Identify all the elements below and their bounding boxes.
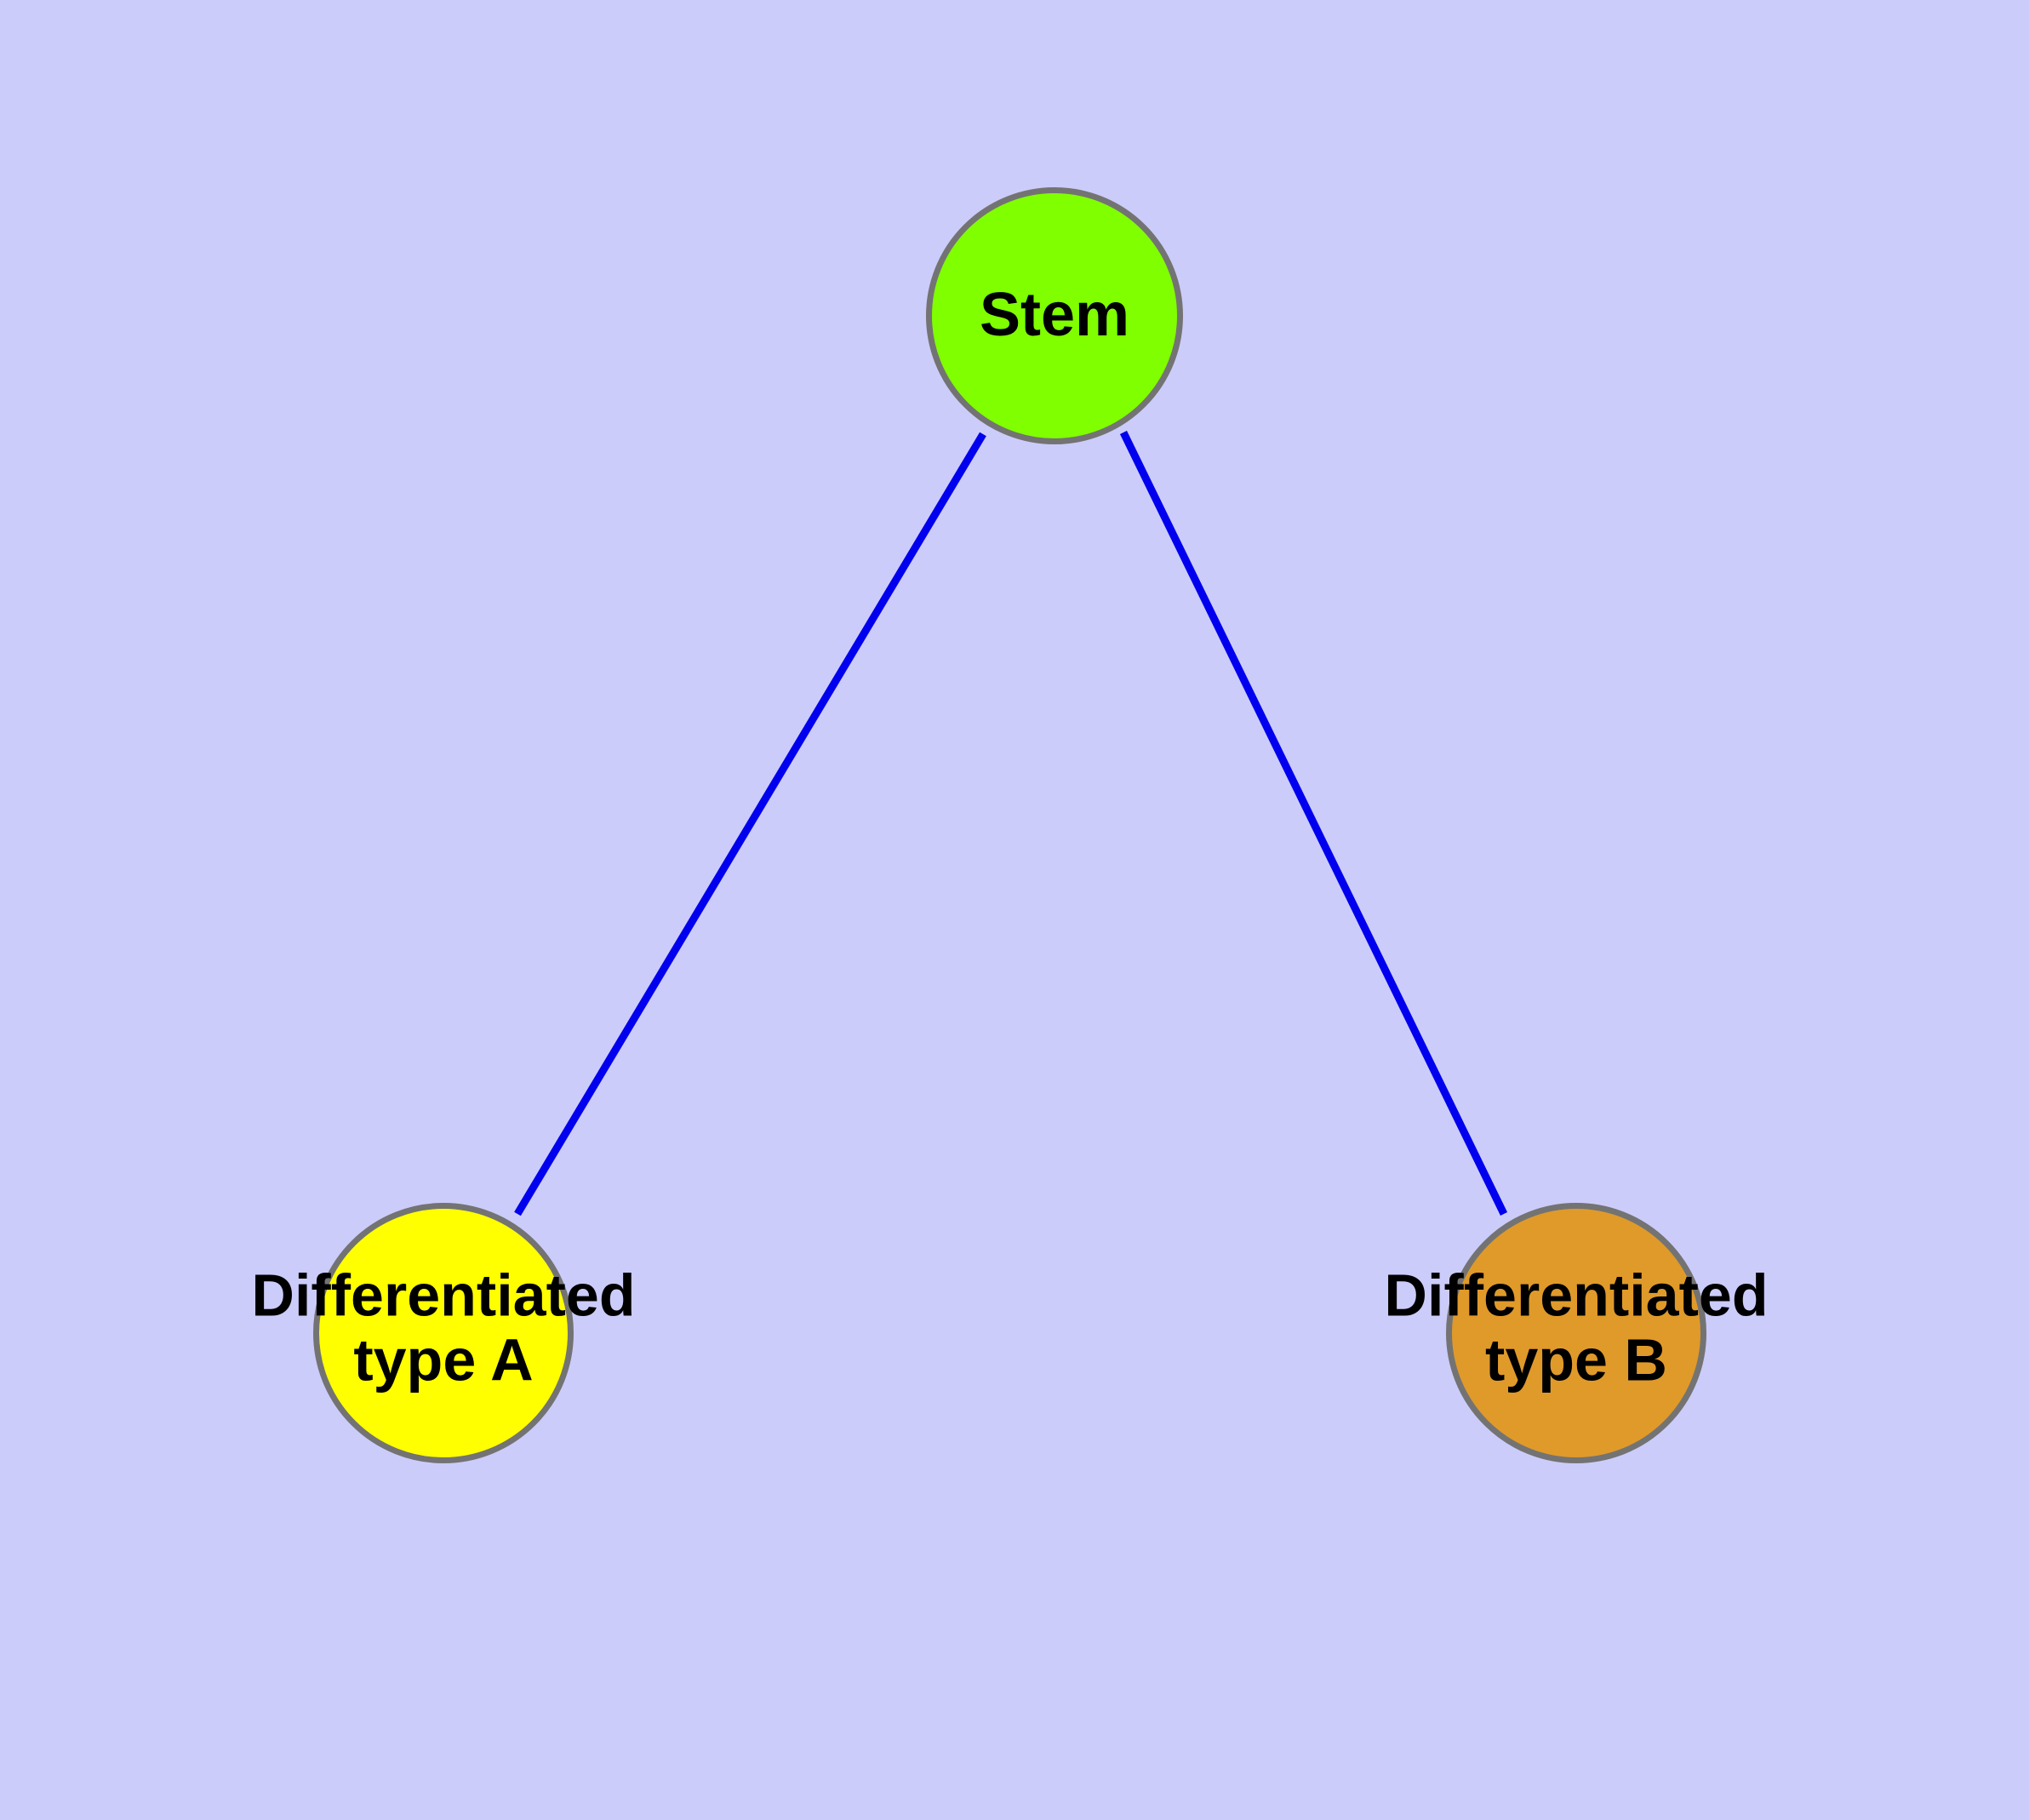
node-stem-label-line-1: Stem xyxy=(979,281,1130,350)
edge-stem-to-differentiated-a xyxy=(514,432,986,1216)
node-differentiated-type-b[interactable]: Differentiated type B xyxy=(1384,1203,1769,1463)
node-differentiated-type-a[interactable]: Differentiated type A xyxy=(251,1203,636,1463)
edge-stem-to-differentiated-b xyxy=(1119,431,1508,1216)
node-stem-label: Stem xyxy=(979,281,1130,350)
node-stem[interactable]: Stem xyxy=(926,187,1183,444)
